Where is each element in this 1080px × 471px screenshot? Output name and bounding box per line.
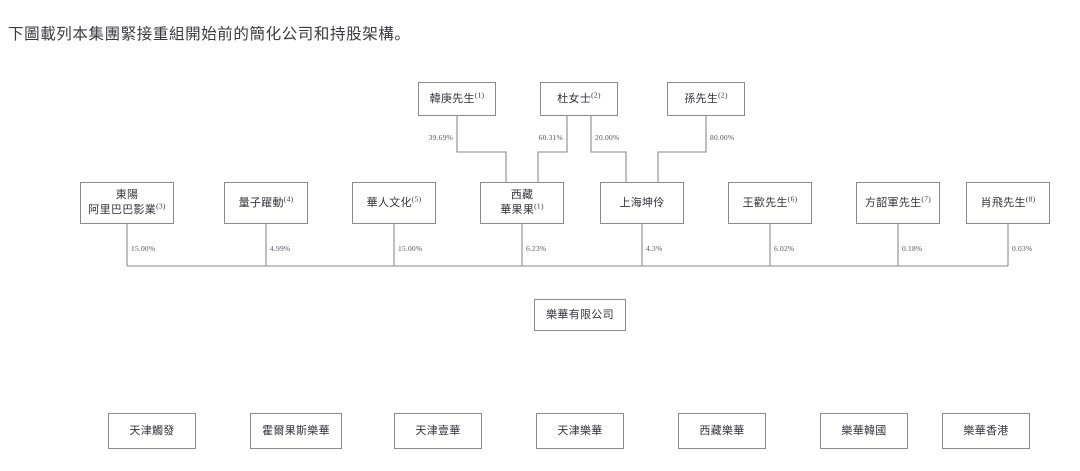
intro-paragraph: 下圖載列本集團緊接重組開始前的簡化公司和持股架構。: [8, 26, 411, 43]
node-label: 王歡先生(6): [742, 193, 798, 209]
percentage-fangshao-lehua: 0.18%: [902, 244, 923, 253]
footnote-marker: (1): [474, 89, 485, 99]
percentage-huaren-lehua: 15.00%: [398, 244, 423, 253]
percentage-han-xizang: 39.69%: [428, 133, 453, 142]
node-xiaofei: 肖飛先生(8): [966, 182, 1050, 224]
node-tianjin-lehua: 天津樂華: [536, 413, 624, 449]
node-label: 樂華有限公司: [546, 308, 614, 321]
footnote-marker: (7): [921, 193, 932, 203]
node-du: 杜女士(2): [540, 82, 618, 116]
percentage-du-xizang: 60.31%: [538, 133, 563, 142]
node-dongyang: 東陽 阿里巴巴影業(3): [80, 182, 174, 224]
node-label: 天津觸發: [129, 424, 175, 437]
node-label: 天津樂華: [557, 424, 603, 437]
percentage-xiaofei-lehua: 0.03%: [1012, 244, 1033, 253]
footnote-marker: (2): [591, 89, 601, 99]
footnote-marker: (8): [1025, 193, 1036, 203]
footnote-marker: (6): [787, 193, 798, 203]
node-tianjin-chufa: 天津觸發: [108, 413, 196, 449]
node-sun: 孫先生(2): [667, 82, 745, 116]
node-han: 韓庚先生(1): [418, 82, 496, 116]
node-lehua-hk: 樂華香港: [942, 413, 1030, 449]
node-tianjin-yihua: 天津壹華: [394, 413, 482, 449]
percentage-liangzi-lehua: 4.99%: [270, 244, 291, 253]
node-label: 西藏樂華: [699, 424, 745, 437]
node-label: 華人文化(5): [366, 193, 422, 209]
node-wanghuan: 王歡先生(6): [728, 182, 812, 224]
percentage-xizang-lehua: 6.23%: [526, 244, 547, 253]
node-label: 樂華香港: [963, 424, 1009, 437]
footnote-marker: (5): [411, 193, 422, 203]
node-label: 上海坤伶: [619, 196, 665, 209]
percentage-wanghuan-lehua: 6.02%: [774, 244, 795, 253]
footnote-marker: (4): [283, 193, 294, 203]
footnote-marker: (2): [718, 89, 728, 99]
percentage-sun-shanghai: 80.00%: [710, 133, 735, 142]
node-label: 西藏 華果果(1): [500, 189, 544, 216]
node-xizang-lehua: 西藏樂華: [678, 413, 766, 449]
node-label: 孫先生(2): [684, 89, 728, 105]
percentage-dongyang-lehua: 15.00%: [131, 244, 156, 253]
node-lehua-korea: 樂華韓國: [820, 413, 908, 449]
node-huaren: 華人文化(5): [352, 182, 436, 224]
node-lehua: 樂華有限公司: [534, 299, 626, 331]
node-liangzi: 量子躍動(4): [224, 182, 308, 224]
node-label: 肖飛先生(8): [980, 193, 1036, 209]
node-label: 韓庚先生(1): [429, 89, 485, 105]
percentage-shanghai-lehua: 4.3%: [646, 244, 663, 253]
node-label: 東陽 阿里巴巴影業(3): [88, 189, 166, 216]
node-shanghai: 上海坤伶: [600, 182, 684, 224]
node-fangshao: 方韶軍先生(7): [856, 182, 940, 224]
node-huoerguosi: 霍爾果斯樂華: [250, 413, 342, 449]
node-xizang: 西藏 華果果(1): [480, 182, 564, 224]
node-label: 霍爾果斯樂華: [262, 424, 330, 437]
footnote-marker: (1): [534, 201, 544, 211]
percentage-du-shanghai: 20.00%: [595, 133, 620, 142]
node-label: 方韶軍先生(7): [864, 193, 932, 209]
footnote-marker: (3): [156, 201, 166, 211]
node-label: 杜女士(2): [557, 89, 601, 105]
node-label: 量子躍動(4): [238, 193, 294, 209]
node-label: 樂華韓國: [841, 424, 887, 437]
node-label: 天津壹華: [415, 424, 461, 437]
